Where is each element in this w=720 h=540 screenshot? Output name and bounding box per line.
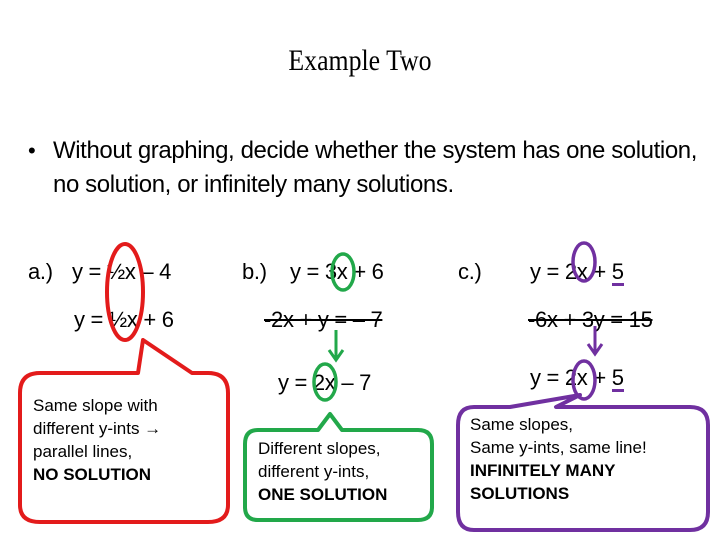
problem-b-equation-1: y = 3x + 6 <box>290 259 384 284</box>
problem-c-equation-2-struck: -6x + 3y = 15 <box>528 307 653 332</box>
problem-a-equation-1: y = ½x – 4 <box>72 259 172 284</box>
problem-c-y-intercept-3: 5 <box>611 365 624 392</box>
problem-a-label: a.) <box>28 259 53 284</box>
callout-c-verdict-1: INFINITELY MANY <box>470 461 616 480</box>
bullet-symbol: • <box>28 138 36 163</box>
problem-b-equation-2-struck: -2x + y = – 7 <box>264 307 383 332</box>
callout-b-line-1: Different slopes, <box>258 439 381 458</box>
slope-highlight-oval-c-2 <box>571 359 597 401</box>
slide-title: Example Two <box>288 44 432 77</box>
callout-bubble-a <box>18 338 230 524</box>
bullet-text: Without graphing, decide whether the sys… <box>53 137 697 198</box>
slope-highlight-oval-a <box>105 242 145 342</box>
callout-c-text: Same slopes, Same y-ints, same line! INF… <box>470 413 647 505</box>
slope-highlight-oval-b-2 <box>312 362 338 402</box>
callout-b-verdict: ONE SOLUTION <box>258 485 388 504</box>
problem-b-label: b.) <box>242 259 267 284</box>
callout-a-text: Same slope with different y-ints → paral… <box>33 394 161 486</box>
callout-bubble-b <box>243 412 434 522</box>
problem-c-y-intercept-1: 5 <box>611 259 624 286</box>
slope-highlight-oval-b-1 <box>330 252 356 292</box>
callout-c-line-1: Same slopes, <box>470 415 573 434</box>
callout-c-line-2: Same y-ints, same line! <box>470 438 647 457</box>
problem-b-equation-3: y = 2x – 7 <box>278 370 372 395</box>
problem-a-equation-2: y = ½x + 6 <box>74 307 174 332</box>
callout-a-line-1: Same slope with <box>33 396 158 415</box>
callout-c-verdict-2: SOLUTIONS <box>470 484 570 503</box>
callout-a-verdict: NO SOLUTION <box>33 465 152 484</box>
callout-b-text: Different slopes, different y-ints, ONE … <box>258 437 387 506</box>
slope-highlight-oval-c-1 <box>571 241 597 283</box>
callout-a-line-3: parallel lines, <box>33 442 133 461</box>
callout-bubble-c <box>456 393 710 532</box>
callout-a-line-2: different y-ints → <box>33 419 162 438</box>
problem-c-label: c.) <box>458 259 482 284</box>
callout-b-line-2: different y-ints, <box>258 462 370 481</box>
